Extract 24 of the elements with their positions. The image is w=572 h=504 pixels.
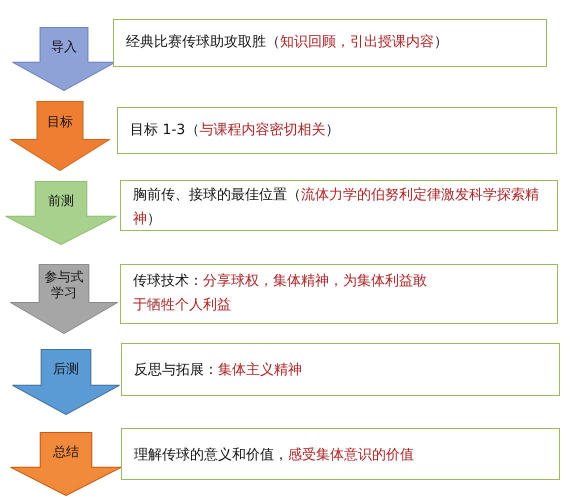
- content-text: 目标 1-3（与课程内容密切相关）: [130, 121, 340, 140]
- content-text: 传球技术：分享球权，集体精神，为集体利益敢于牺牲个人利益: [133, 272, 428, 315]
- down-arrow-shape: [12, 349, 120, 415]
- down-arrow-shape: [10, 264, 118, 334]
- step-label: 导入: [50, 40, 78, 56]
- step-label: 参与式学习: [43, 270, 84, 302]
- content-text: 经典比赛传球助攻取胜（知识回顾，引出授课内容）: [126, 33, 449, 52]
- step-label: 后测: [52, 362, 80, 378]
- down-arrow-shape: [12, 27, 116, 91]
- content-text: 胸前传、接球的最佳位置（流体力学的伯努利定律激发科学探索精神）: [133, 186, 540, 229]
- down-arrow-shape: [5, 181, 117, 245]
- content-box: [121, 343, 560, 396]
- step-label: 总结: [52, 444, 80, 461]
- down-arrow-shape: [10, 101, 110, 171]
- content-box: [121, 428, 560, 480]
- content-text: 反思与拓展：集体主义精神: [134, 361, 303, 380]
- content-box: [117, 107, 557, 154]
- content-text: 理解传球的意义和价值，感受集体意识的价值: [134, 446, 415, 465]
- step-label: 前测: [46, 194, 75, 210]
- content-box: [113, 19, 547, 67]
- content-box: [120, 180, 558, 231]
- step-label: 目标: [46, 115, 74, 132]
- down-arrow-shape: [10, 432, 122, 496]
- content-box: [120, 264, 558, 324]
